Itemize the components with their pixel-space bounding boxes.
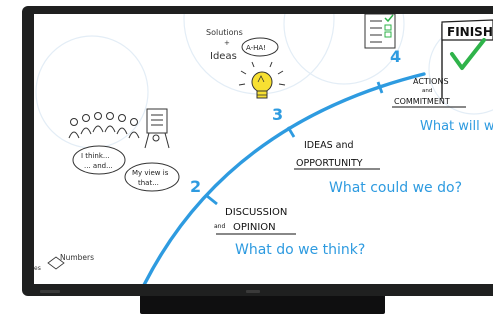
- numbers-doodle: [47, 256, 65, 270]
- whiteboard-screen: 2 3 4 Solutions + Ideas A-HA!: [34, 14, 493, 284]
- stage3-line2: OPPORTUNITY: [296, 158, 363, 169]
- speech1-line1: I think...: [81, 152, 110, 160]
- stage2-line2: OPINION: [233, 222, 276, 233]
- stage4-line1: ACTIONS: [413, 77, 449, 86]
- curve-tick: [286, 126, 296, 138]
- curve-tick: [376, 81, 384, 94]
- checklist-icon: [364, 14, 396, 49]
- stage4-and: and: [422, 88, 432, 94]
- flipchart-icon: [144, 108, 170, 149]
- stage4-question: What will w: [420, 119, 493, 134]
- aha-bubble: [241, 37, 279, 57]
- progress-curve: [142, 72, 426, 284]
- speech-bubble-1: [72, 145, 126, 175]
- stage3-question: What could we do?: [329, 180, 462, 196]
- finish-text: FINISH: [447, 25, 493, 39]
- numbers-text: Numbers: [60, 253, 94, 262]
- finish-flag: FINISH: [441, 19, 493, 99]
- stage2-line1: DISCUSSION: [225, 207, 287, 218]
- bg-circle: [35, 35, 149, 149]
- solutions-text: Solutions: [206, 28, 243, 37]
- plus-sign: +: [224, 39, 230, 47]
- stage2-question: What do we think?: [235, 242, 365, 258]
- stage-number-2: 2: [190, 177, 201, 196]
- ideas-text: Ideas: [210, 51, 237, 62]
- front-panel-controls: [40, 290, 60, 293]
- whiteboard-drawing: 2 3 4 Solutions + Ideas A-HA!: [34, 14, 493, 284]
- stage3-line1: IDEAS and: [304, 140, 354, 151]
- check-icon: [450, 38, 486, 70]
- curve-tick: [206, 194, 218, 206]
- display-stand: [140, 296, 385, 314]
- bg-circle: [283, 14, 405, 85]
- aha-text: A-HA!: [246, 44, 266, 52]
- stage2-and: and: [214, 223, 225, 230]
- es-fragment: es: [34, 265, 41, 272]
- speech2-line2: that...: [138, 179, 159, 187]
- speech-bubble-2: [124, 162, 180, 192]
- stage-number-4: 4: [390, 47, 401, 66]
- speech2-line1: My view is: [132, 169, 169, 177]
- stage4-line2: COMMITMENT: [394, 97, 450, 106]
- speech1-line2: ... and...: [84, 162, 113, 170]
- stage-number-3: 3: [272, 105, 283, 124]
- brand-logo-strip: [246, 290, 260, 293]
- audience-figures: [68, 112, 140, 139]
- lightbulb-icon: [238, 61, 286, 99]
